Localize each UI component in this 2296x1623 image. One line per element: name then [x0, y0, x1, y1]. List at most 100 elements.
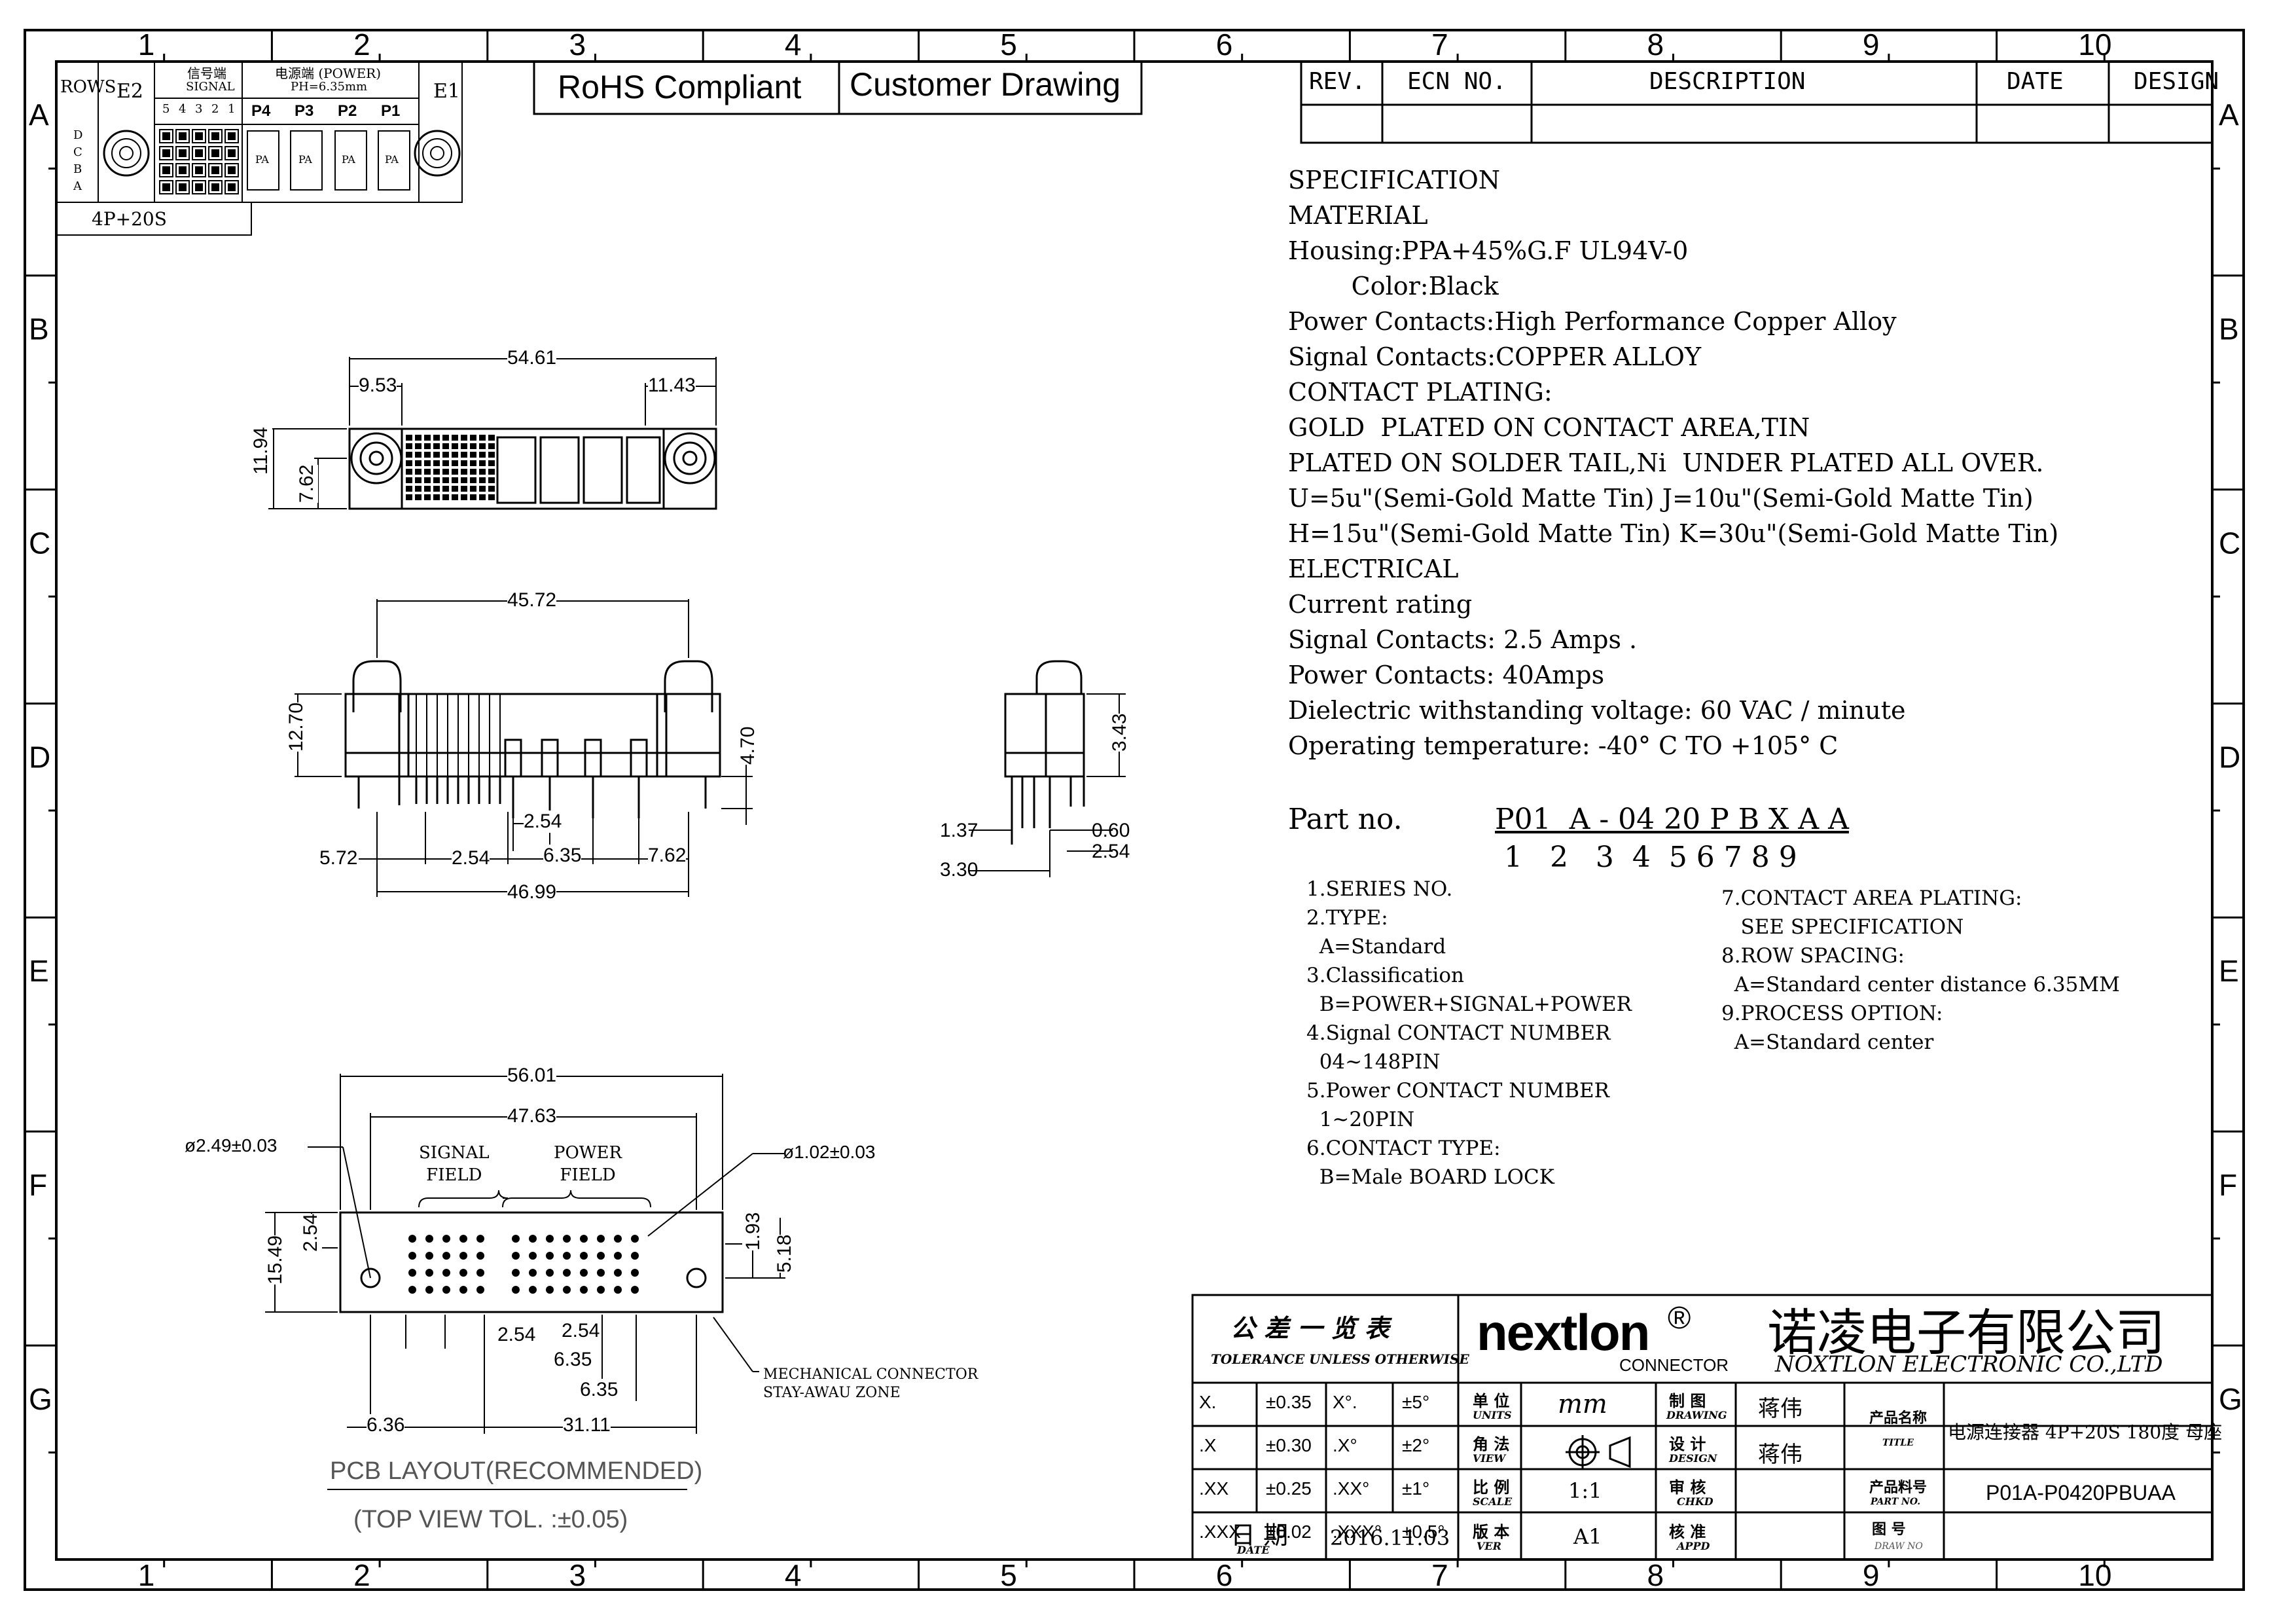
top-signal-cell	[424, 494, 431, 500]
legend-line: 8.ROW SPACING:	[1721, 944, 1905, 968]
ver-cn: 版 本	[1473, 1522, 1510, 1541]
tolerance-cell: .XXX°	[1333, 1522, 1382, 1542]
drawing-cn: 制 图	[1669, 1391, 1706, 1410]
dim-side-c: 2.54	[1092, 841, 1130, 862]
top-signal-cell	[442, 460, 449, 466]
scale-cn: 比 例	[1473, 1478, 1510, 1497]
legend-line: B=POWER+SIGNAL+POWER	[1306, 993, 1632, 1016]
front-view-ribs	[415, 694, 648, 818]
signal-hole	[442, 1286, 450, 1294]
legend-line: 9.PROCESS OPTION:	[1721, 1002, 1943, 1025]
top-signal-cell	[424, 469, 431, 475]
spec-line: Dielectric withstanding voltage: 60 VAC …	[1288, 696, 1906, 725]
tolerance-cell: ±2°	[1402, 1435, 1430, 1455]
top-signal-cell	[415, 460, 422, 466]
power-hole	[614, 1286, 622, 1294]
top-signal-cell	[488, 460, 495, 466]
power-hole	[546, 1286, 554, 1294]
top-signal-cell	[433, 477, 440, 483]
tolerance-cell: .XX°	[1333, 1478, 1370, 1499]
tolerance-cell: X°.	[1333, 1392, 1357, 1412]
signal-hole	[408, 1252, 416, 1260]
top-signal-cell	[461, 443, 467, 449]
revision-header: REV.	[1309, 68, 1366, 95]
pinout-signal-col: 4	[179, 102, 187, 116]
signal-hole	[425, 1269, 433, 1277]
view-symbol	[1566, 1435, 1631, 1469]
scale-value: 1:1	[1568, 1478, 1602, 1503]
spec-line: H=15u"(Semi-Gold Matte Tin) K=30u"(Semi-…	[1288, 519, 2059, 548]
top-signal-cell	[442, 469, 449, 475]
top-signal-cell	[479, 469, 486, 475]
top-signal-cell	[442, 486, 449, 492]
power-hole	[529, 1286, 537, 1294]
signal-hole	[476, 1269, 484, 1277]
tolerance-cell: X.	[1199, 1392, 1217, 1412]
pcb-height: 15.49	[264, 1235, 287, 1285]
signal-hole	[459, 1252, 467, 1260]
signal-pin-grid	[159, 129, 239, 194]
top-signal-cell	[461, 486, 467, 492]
spec-line: ELECTRICAL	[1288, 555, 1459, 583]
power-contact	[541, 739, 559, 778]
pinout-e2: E2	[117, 80, 143, 103]
pcb-hole-small: ø1.02±0.03	[783, 1142, 876, 1162]
top-signal-cell	[442, 494, 449, 500]
signal-hole	[476, 1286, 484, 1294]
pcb-bottom: 31.11	[563, 1414, 611, 1436]
signal-hole	[476, 1235, 484, 1243]
appd-en: APPD	[1677, 1540, 1710, 1552]
power-contact	[630, 739, 648, 778]
power-hole	[563, 1252, 571, 1260]
zone-column-label: 2	[353, 27, 370, 62]
ver-value: A1	[1573, 1524, 1602, 1549]
pcb-s4: 6.35	[580, 1379, 619, 1401]
signal-pin-fill	[179, 132, 187, 140]
zone-column-label: 10	[2078, 27, 2111, 62]
zone-column-label: 6	[1216, 27, 1233, 62]
dim-top-overall: 54.61	[507, 347, 557, 369]
top-signal-cell	[479, 477, 486, 483]
top-signal-cell	[479, 460, 486, 466]
power-hole	[597, 1252, 605, 1260]
top-signal-cell	[406, 435, 412, 441]
top-signal-cell	[433, 443, 440, 449]
signal-pin-fill	[211, 149, 219, 157]
top-signal-cell	[488, 452, 495, 458]
company-name-en: NOXTLON ELECTRONIC CO.,LTD	[1775, 1351, 2163, 1377]
signal-pin-fill	[195, 132, 203, 140]
tolerance-cell: ±0.02	[1266, 1522, 1312, 1542]
signal-pin-fill	[211, 132, 219, 140]
legend-line: 7.CONTACT AREA PLATING:	[1721, 886, 2022, 910]
zone-column-label: 4	[785, 27, 802, 62]
zone-row-label: G	[2219, 1382, 2242, 1416]
signal-hole	[442, 1269, 450, 1277]
pinout-signal-col: 2	[211, 102, 219, 116]
tolerance-cell: .XXX	[1199, 1522, 1241, 1542]
top-signal-cell	[470, 477, 476, 483]
pinout-config: 4P+20S	[92, 208, 167, 230]
revision-table	[1300, 60, 2214, 144]
power-hole	[512, 1286, 520, 1294]
pinout-signal-col: 3	[195, 102, 203, 116]
legend-line: A=Standard center	[1721, 1030, 1934, 1054]
dim-top-right: 11.43	[648, 374, 696, 397]
drawno-cn: 图 号	[1872, 1521, 1906, 1538]
pinout-power-col: P2	[338, 102, 357, 120]
signal-pin-fill	[211, 183, 219, 191]
zone-row-label: E	[29, 954, 49, 988]
spec-line: U=5u"(Semi-Gold Matte Tin) J=10u"(Semi-G…	[1288, 484, 2034, 513]
zone-column-label: 1	[138, 1558, 155, 1592]
power-hole	[529, 1252, 537, 1260]
zone-column-label: 2	[353, 1558, 370, 1592]
dim-front-d: 7.62	[648, 845, 687, 867]
top-signal-cell	[479, 435, 486, 441]
power-hole	[631, 1252, 639, 1260]
top-signal-cell	[488, 443, 495, 449]
power-hole	[580, 1235, 588, 1243]
top-signal-cell	[406, 469, 412, 475]
side-view-dims	[969, 693, 1126, 877]
pinout-pa-label: PA	[385, 153, 399, 166]
date-cn: 日 期	[1230, 1521, 1289, 1550]
